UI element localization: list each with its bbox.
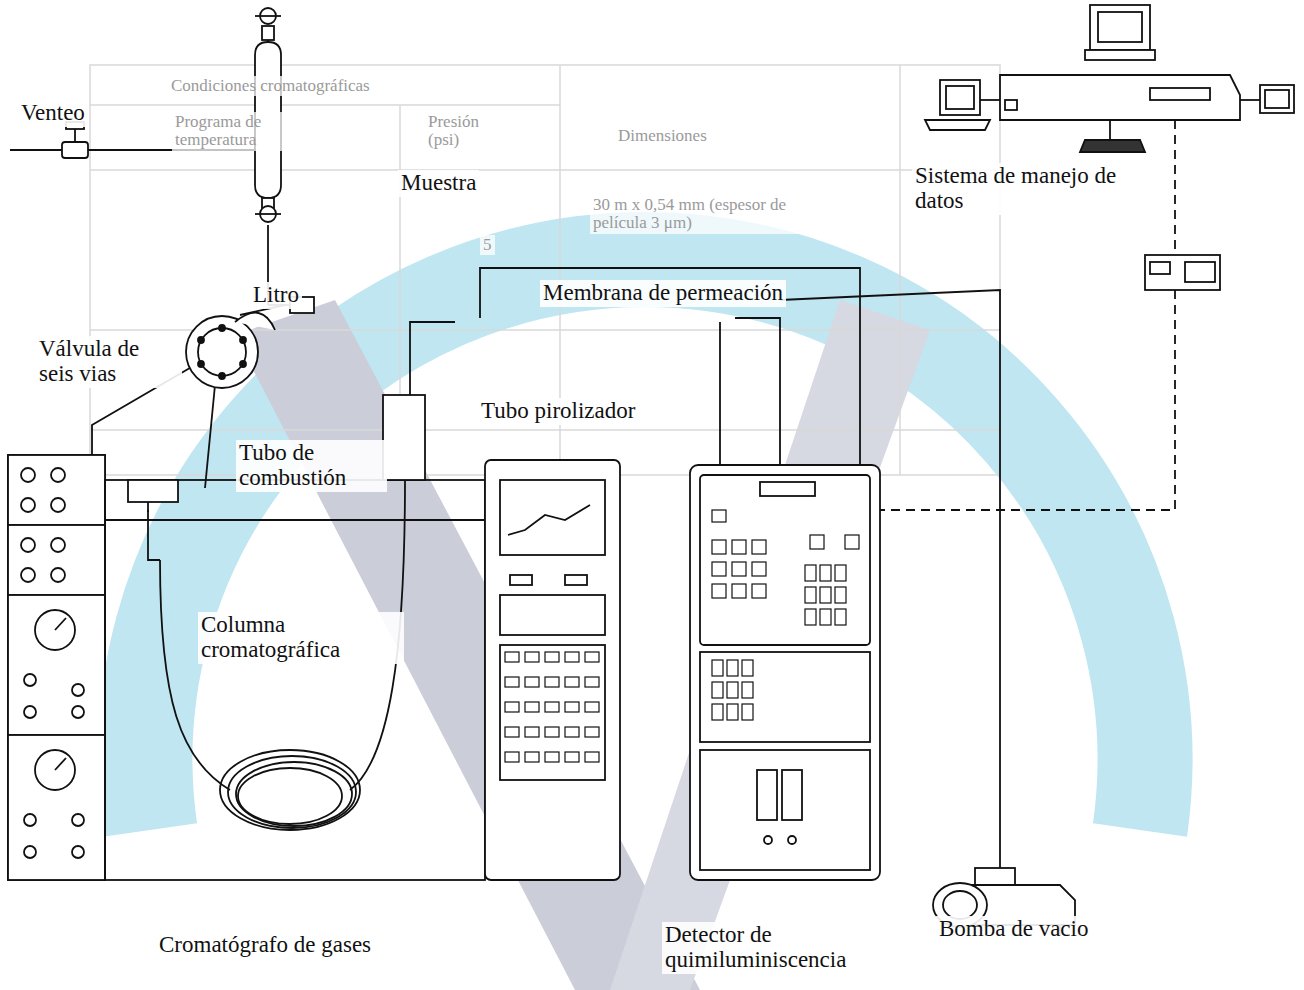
key	[820, 565, 831, 581]
key	[805, 587, 816, 603]
key	[835, 565, 846, 581]
key	[525, 652, 539, 662]
key	[565, 652, 579, 662]
table-ghost-text: Programa de temperatura	[172, 112, 328, 151]
key	[742, 704, 753, 720]
key	[505, 752, 519, 762]
table-ghost-text: Condiciones cromatográficas	[168, 76, 373, 96]
key	[505, 652, 519, 662]
key	[752, 562, 766, 576]
key	[505, 677, 519, 687]
gc-keys	[505, 652, 599, 762]
key	[545, 702, 559, 712]
key	[742, 682, 753, 698]
key	[732, 584, 746, 598]
key	[810, 535, 824, 549]
table-ghost-text: 30 m x 0,54 mm (espesor de película 3 μm…	[590, 195, 836, 234]
key	[805, 565, 816, 581]
part-label: Sistema de manejo de datos	[912, 163, 1133, 215]
part-label: Bomba de vacio	[936, 916, 1091, 943]
part-label: Venteo	[18, 100, 88, 127]
key	[727, 704, 738, 720]
part-label: Cromatógrafo de gases	[156, 932, 374, 959]
key	[835, 609, 846, 625]
ghost-table	[90, 65, 1000, 475]
key	[525, 727, 539, 737]
key	[712, 704, 723, 720]
table-ghost-text: 5	[480, 235, 495, 255]
key	[585, 677, 599, 687]
key	[742, 660, 753, 676]
key	[835, 587, 846, 603]
key	[727, 660, 738, 676]
key	[712, 510, 726, 522]
key	[752, 584, 766, 598]
gas-chromatograph	[105, 395, 485, 880]
part-label: Válvula de seis vias	[36, 336, 182, 388]
part-label: Columna cromatográfica	[198, 612, 404, 664]
key	[525, 702, 539, 712]
part-label: Tubo de combustión	[236, 440, 387, 492]
data-link	[880, 120, 1175, 510]
key	[565, 727, 579, 737]
key	[525, 752, 539, 762]
key	[565, 677, 579, 687]
key	[505, 702, 519, 712]
key	[545, 727, 559, 737]
key	[712, 660, 723, 676]
key	[752, 540, 766, 554]
key	[585, 652, 599, 662]
gc-controller	[485, 460, 620, 880]
part-label: Tubo pirolizador	[478, 398, 638, 425]
key	[585, 702, 599, 712]
key	[585, 752, 599, 762]
data-system	[925, 5, 1294, 290]
key	[545, 677, 559, 687]
key	[712, 682, 723, 698]
vent-valve	[62, 122, 88, 158]
key	[805, 609, 816, 625]
part-label: Detector de quimiluminiscencia	[662, 922, 918, 974]
chemiluminescence-detector	[690, 465, 880, 880]
six-way-valve	[186, 313, 275, 388]
table-ghost-text: Presión (psi)	[425, 112, 501, 151]
key	[820, 609, 831, 625]
part-label: Membrana de permeación	[540, 280, 786, 307]
key	[712, 584, 726, 598]
key	[712, 562, 726, 576]
key	[845, 535, 859, 549]
key	[732, 540, 746, 554]
key	[545, 652, 559, 662]
key	[820, 587, 831, 603]
gc-control-panel	[8, 455, 105, 880]
key	[565, 702, 579, 712]
key	[565, 752, 579, 762]
key	[525, 677, 539, 687]
key	[585, 727, 599, 737]
table-ghost-text: Dimensiones	[615, 126, 710, 146]
key	[712, 540, 726, 554]
detector-keys	[712, 510, 859, 720]
part-label: Litro	[250, 282, 302, 309]
key	[727, 682, 738, 698]
part-label: Muestra	[398, 170, 479, 197]
key	[505, 727, 519, 737]
key	[732, 562, 746, 576]
key	[545, 752, 559, 762]
